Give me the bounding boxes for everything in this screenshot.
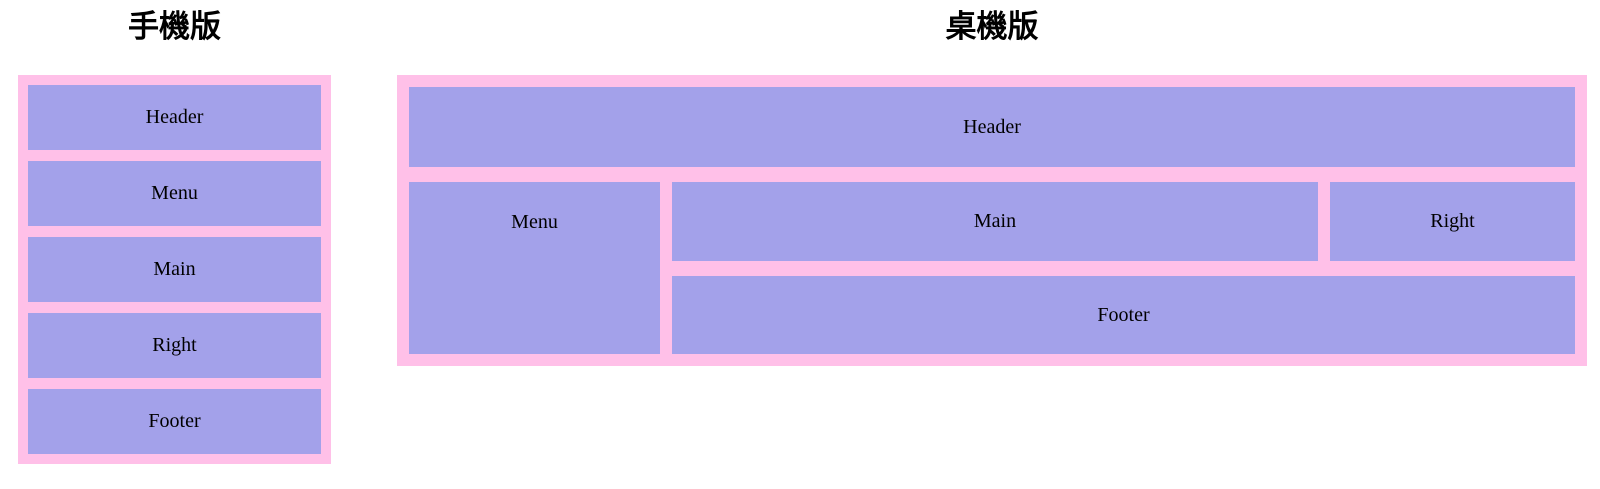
mobile-right-box: Right xyxy=(28,313,321,378)
desktop-footer-box: Footer xyxy=(672,276,1575,354)
desktop-layout-container: Header Menu Main Right Footer xyxy=(397,75,1587,366)
desktop-right-box: Right xyxy=(1330,182,1575,261)
desktop-version-title: 桌機版 xyxy=(945,9,1039,44)
mobile-version-panel: 手機版 Header Menu Main Right Footer xyxy=(18,0,331,464)
desktop-main-box: Main xyxy=(672,182,1318,261)
mobile-main-box: Main xyxy=(28,237,321,302)
desktop-menu-box: Menu xyxy=(409,182,660,354)
mobile-layout-container: Header Menu Main Right Footer xyxy=(18,75,331,464)
desktop-header-box: Header xyxy=(409,87,1575,167)
mobile-footer-box: Footer xyxy=(28,389,321,454)
mobile-menu-box: Menu xyxy=(28,161,321,226)
mobile-header-box: Header xyxy=(28,85,321,150)
mobile-version-title: 手機版 xyxy=(128,9,221,44)
desktop-version-panel: 桌機版 Header Menu Main Right Footer xyxy=(397,0,1587,366)
layout-comparison-diagram: 手機版 Header Menu Main Right Footer 桌機版 He… xyxy=(18,0,1587,464)
